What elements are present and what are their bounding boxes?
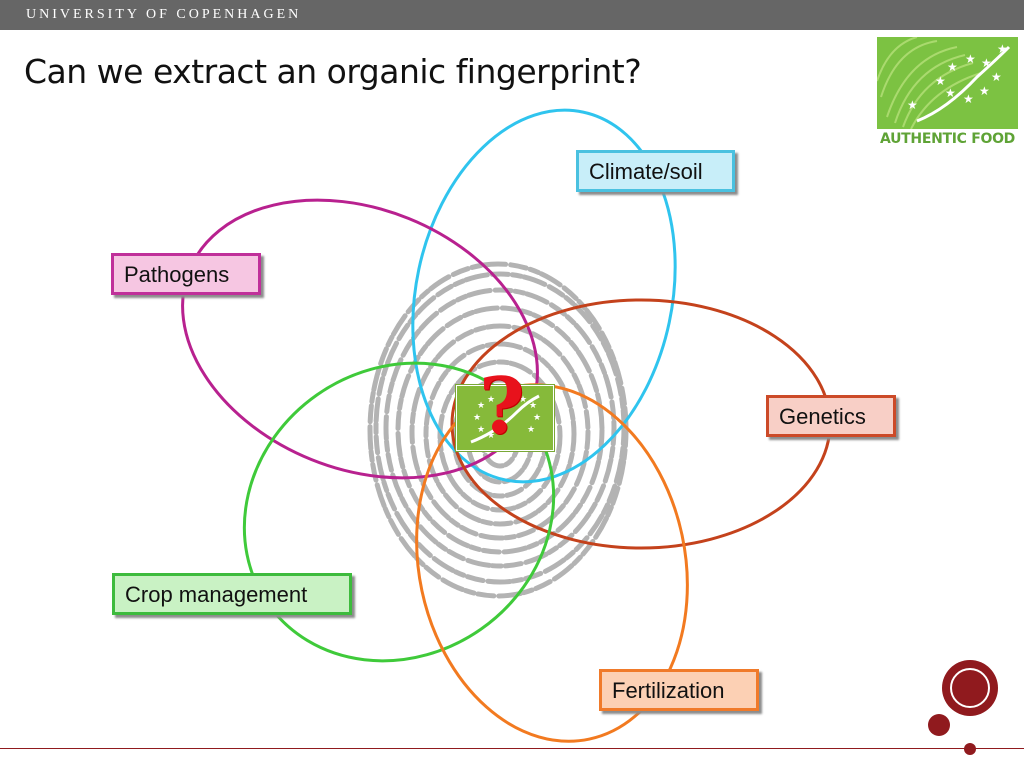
svg-text:★: ★ xyxy=(963,92,974,106)
svg-text:★: ★ xyxy=(477,425,485,435)
header-bar: UNIVERSITY OF COPENHAGEN xyxy=(0,0,1024,30)
svg-text:★: ★ xyxy=(947,60,958,74)
svg-text:★: ★ xyxy=(473,413,481,423)
logo-text: AUTHENTIC FOOD xyxy=(879,131,1015,147)
svg-text:★: ★ xyxy=(935,74,946,88)
factor-box-pathogens: Pathogens xyxy=(111,253,261,295)
svg-text:★: ★ xyxy=(487,395,495,405)
decorative-dot-large xyxy=(928,714,950,736)
svg-text:★: ★ xyxy=(981,56,992,70)
eu-organic-leaf-icon: ★★★ ★★★ ★★★ ? xyxy=(456,368,554,451)
factor-box-genetics: Genetics xyxy=(766,395,896,437)
decorative-dot-small xyxy=(964,743,976,755)
svg-text:★: ★ xyxy=(991,70,1002,84)
question-mark: ? xyxy=(479,361,525,452)
university-name: UNIVERSITY OF COPENHAGEN xyxy=(26,7,302,22)
factor-box-crop-management: Crop management xyxy=(112,573,352,615)
factor-box-climate-soil: Climate/soil xyxy=(576,150,735,192)
crest-ring xyxy=(950,668,990,708)
climate-ellipse xyxy=(411,108,677,484)
fingerprint-leaf-logo-icon: ★ ★ ★ ★ ★ ★ ★ ★ ★ ★ xyxy=(877,37,1018,129)
svg-text:★: ★ xyxy=(965,52,976,66)
svg-text:★: ★ xyxy=(527,425,535,435)
svg-text:★: ★ xyxy=(533,413,541,423)
university-crest-icon xyxy=(942,660,998,716)
pathogens-ellipse xyxy=(181,198,539,480)
factor-box-fertilization: Fertilization xyxy=(599,669,759,711)
svg-text:★: ★ xyxy=(979,84,990,98)
svg-text:★: ★ xyxy=(519,395,527,405)
footer-divider xyxy=(0,748,1024,749)
authentic-food-logo: ★ ★ ★ ★ ★ ★ ★ ★ ★ ★ AUTHENTIC FOOD xyxy=(877,37,1018,148)
svg-text:★: ★ xyxy=(907,98,918,112)
svg-text:★: ★ xyxy=(477,401,485,411)
svg-text:★: ★ xyxy=(487,431,495,441)
svg-text:★: ★ xyxy=(945,86,956,100)
svg-text:★: ★ xyxy=(529,401,537,411)
svg-text:★: ★ xyxy=(997,42,1008,56)
slide-title: Can we extract an organic fingerprint? xyxy=(24,52,642,91)
